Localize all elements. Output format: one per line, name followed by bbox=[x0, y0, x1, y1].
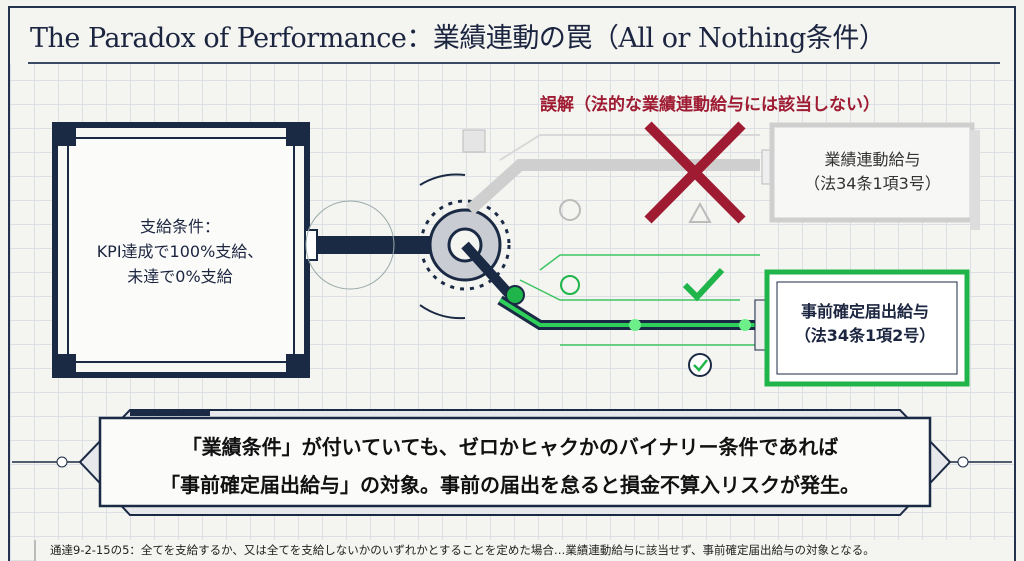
banner-line-2: 「事前確定届出給与」の対象。事前の届出を怠ると損金不算入リスクが発生。 bbox=[160, 473, 860, 497]
banner-text: 「業績条件」が付いていても、ゼロかヒャクかのバイナリー条件であれば 「事前確定届… bbox=[110, 428, 910, 504]
drive-shaft bbox=[304, 200, 437, 290]
correct-path bbox=[497, 254, 760, 377]
wrong-path bbox=[462, 129, 760, 223]
correct-box bbox=[754, 269, 970, 387]
correct-box-line-2: （法34条1項2号） bbox=[794, 326, 936, 345]
page-title: The Paradox of Performance：業績連動の罠（All or… bbox=[30, 23, 886, 54]
wrong-box-line-2: （法34条1項3号） bbox=[804, 174, 941, 193]
misconception-label: 誤解（法的な業績連動給与には該当しない） bbox=[540, 95, 880, 115]
footnote: 通達9-2-15の5：全てを支給するか、又は全てを支給しないかのいずれかとするこ… bbox=[34, 540, 1014, 561]
cross-icon bbox=[644, 121, 746, 224]
banner-line-1: 「業績条件」が付いていても、ゼロかヒャクかのバイナリー条件であれば bbox=[181, 435, 839, 459]
wrong-box bbox=[761, 122, 980, 230]
banner-frame bbox=[12, 409, 1012, 516]
correct-box-text: 事前確定届出給与 （法34条1項2号） bbox=[770, 300, 960, 348]
title-divider bbox=[28, 62, 1000, 64]
condition-line-3: 未達で0%支給 bbox=[127, 267, 233, 286]
correct-box-line-1: 事前確定届出給与 bbox=[800, 302, 929, 321]
wrong-box-line-1: 業績連動給与 bbox=[824, 150, 921, 169]
condition-line-2: KPI達成で100%支給、 bbox=[96, 242, 264, 261]
condition-box bbox=[52, 122, 310, 378]
title-bar bbox=[10, 8, 1014, 64]
wrong-box-text: 業績連動給与 （法34条1項3号） bbox=[780, 148, 965, 196]
gear-icon bbox=[419, 173, 514, 320]
condition-text: 支給条件： KPI達成で100%支給、 未達で0%支給 bbox=[80, 214, 280, 289]
condition-line-1: 支給条件： bbox=[139, 217, 220, 236]
